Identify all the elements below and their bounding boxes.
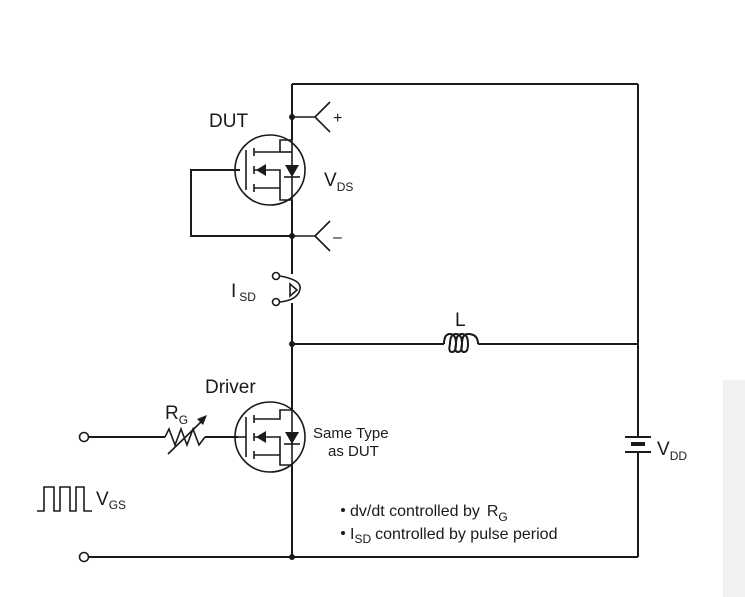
page-edge-shade	[723, 380, 745, 597]
same-type-label-line1: Same Type	[313, 425, 389, 442]
vgs-pulse-waveform	[37, 486, 92, 512]
plus-label: +	[333, 110, 342, 127]
junction-dot-inductor	[289, 341, 295, 347]
current-sense-probe	[271, 271, 301, 307]
probe-plus-terminal	[292, 101, 331, 133]
dut-mosfet-symbol	[234, 134, 306, 206]
driver-mosfet-symbol	[234, 401, 306, 473]
vdd-battery-symbol	[625, 436, 651, 453]
dut-gate-short-wire	[190, 169, 292, 237]
minus-label: –	[333, 229, 342, 246]
wires	[89, 83, 639, 558]
junction-dot-bottom	[289, 554, 295, 560]
gate-resistor-symbol	[164, 415, 207, 455]
inductor-symbol	[443, 332, 479, 354]
vgs-label: VGS	[96, 489, 126, 512]
dut-label: DUT	[209, 111, 248, 132]
probe-minus-terminal	[292, 220, 331, 252]
gate-input-terminal	[78, 431, 90, 443]
driver-label: Driver	[205, 377, 256, 398]
ground-input-terminal	[78, 551, 90, 563]
vdd-label: VDD	[657, 439, 687, 463]
rg-label: RG	[165, 403, 188, 427]
note2-bullet	[341, 531, 345, 535]
note1-bullet	[341, 508, 345, 512]
inductor-label: L	[455, 310, 466, 331]
vds-label: VDS	[324, 170, 353, 194]
same-type-label-line2: as DUT	[328, 443, 379, 460]
